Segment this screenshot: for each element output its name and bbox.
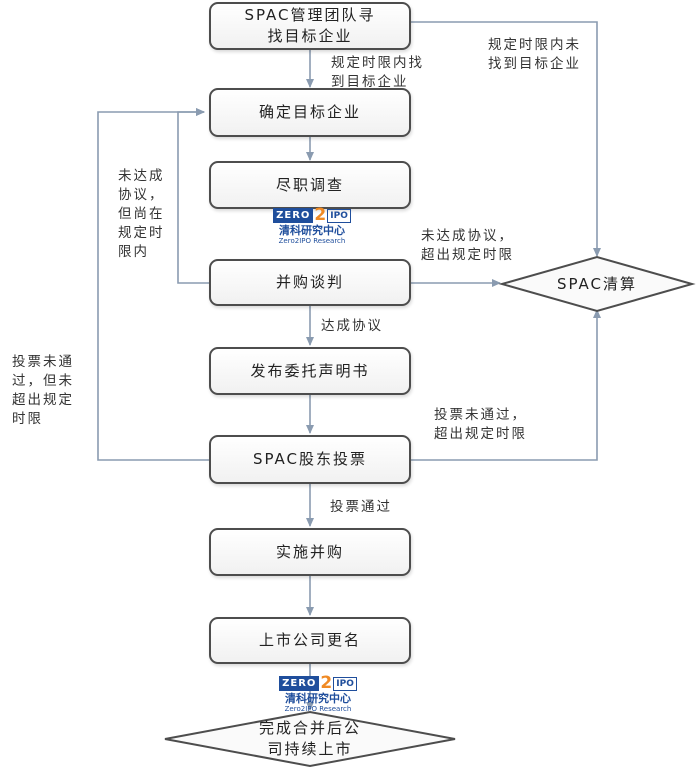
- watermark-badge: ZERO 2 IPO: [273, 205, 351, 225]
- label-vote-failed-within: 投票未通过，但未超出规定时限: [12, 354, 74, 427]
- arrow-notfound-to-liquidation: [410, 21, 601, 257]
- node-liquidation: SPAC清算: [502, 257, 692, 311]
- arrow-vote-to-liquidation: [410, 309, 601, 461]
- node-rename: 上市公司更名: [209, 617, 411, 664]
- watermark-cn: 清科研究中心: [285, 692, 351, 705]
- watermark-ipo: IPO: [333, 676, 357, 691]
- node-shareholder-vote: SPAC股东投票: [209, 435, 411, 484]
- label-no-agreement-within: 未达成协议，但尚在规定时限内: [118, 168, 165, 260]
- label-no-agreement-exceeded: 未达成协议，超出规定时限: [421, 228, 514, 263]
- label-vote-passed: 投票通过: [330, 499, 392, 515]
- node-search-target-label: SPAC管理团队寻找目标企业: [244, 6, 376, 45]
- node-announcement-label: 发布委托声明书: [250, 361, 370, 380]
- watermark-logo-bottom: ZERO 2 IPO 清科研究中心 Zero2IPO Research: [278, 671, 358, 714]
- node-execute-merger-label: 实施并购: [275, 542, 344, 561]
- label-not-found-in-time: 规定时限内未找到目标企业: [488, 37, 581, 72]
- watermark-two: 2: [320, 673, 333, 693]
- watermark-ipo: IPO: [327, 208, 351, 223]
- final-diamond-shape: [164, 710, 456, 768]
- watermark-zero: ZERO: [279, 676, 320, 691]
- watermark-en: Zero2IPO Research: [278, 237, 346, 245]
- node-execute-merger: 实施并购: [209, 528, 411, 576]
- label-found-in-time: 规定时限内找到目标企业: [331, 55, 424, 90]
- watermark-two: 2: [314, 205, 327, 225]
- liquidation-diamond-shape: [498, 255, 696, 313]
- node-final: 完成合并后公司持续上市: [255, 716, 365, 762]
- node-negotiation: 并购谈判: [209, 259, 411, 306]
- node-search-target: SPAC管理团队寻找目标企业: [209, 2, 411, 50]
- arrow-retry-from-negotiation: [177, 108, 209, 284]
- node-due-diligence: 尽职调查: [209, 161, 411, 209]
- watermark-cn: 清科研究中心: [279, 224, 345, 237]
- label-agreement-reached: 达成协议: [321, 318, 383, 334]
- node-liquidation-label: SPAC清算: [556, 274, 638, 293]
- node-due-diligence-label: 尽职调查: [275, 175, 344, 194]
- node-confirm-target: 确定目标企业: [209, 88, 411, 137]
- watermark-logo-top: ZERO 2 IPO 清科研究中心 Zero2IPO Research: [272, 203, 352, 246]
- arrow-retry-from-vote: [97, 108, 209, 461]
- node-shareholder-vote-label: SPAC股东投票: [252, 450, 368, 468]
- node-final-label: 完成合并后公司持续上市: [258, 719, 361, 758]
- node-rename-label: 上市公司更名: [258, 631, 361, 649]
- node-negotiation-label: 并购谈判: [275, 273, 344, 291]
- label-vote-failed-exceeded: 投票未通过，超出规定时限: [434, 407, 527, 442]
- watermark-badge: ZERO 2 IPO: [279, 673, 357, 693]
- watermark-zero: ZERO: [273, 208, 314, 223]
- watermark-en: Zero2IPO Research: [284, 705, 352, 713]
- node-confirm-target-label: 确定目标企业: [258, 103, 361, 121]
- node-announcement: 发布委托声明书: [209, 347, 411, 395]
